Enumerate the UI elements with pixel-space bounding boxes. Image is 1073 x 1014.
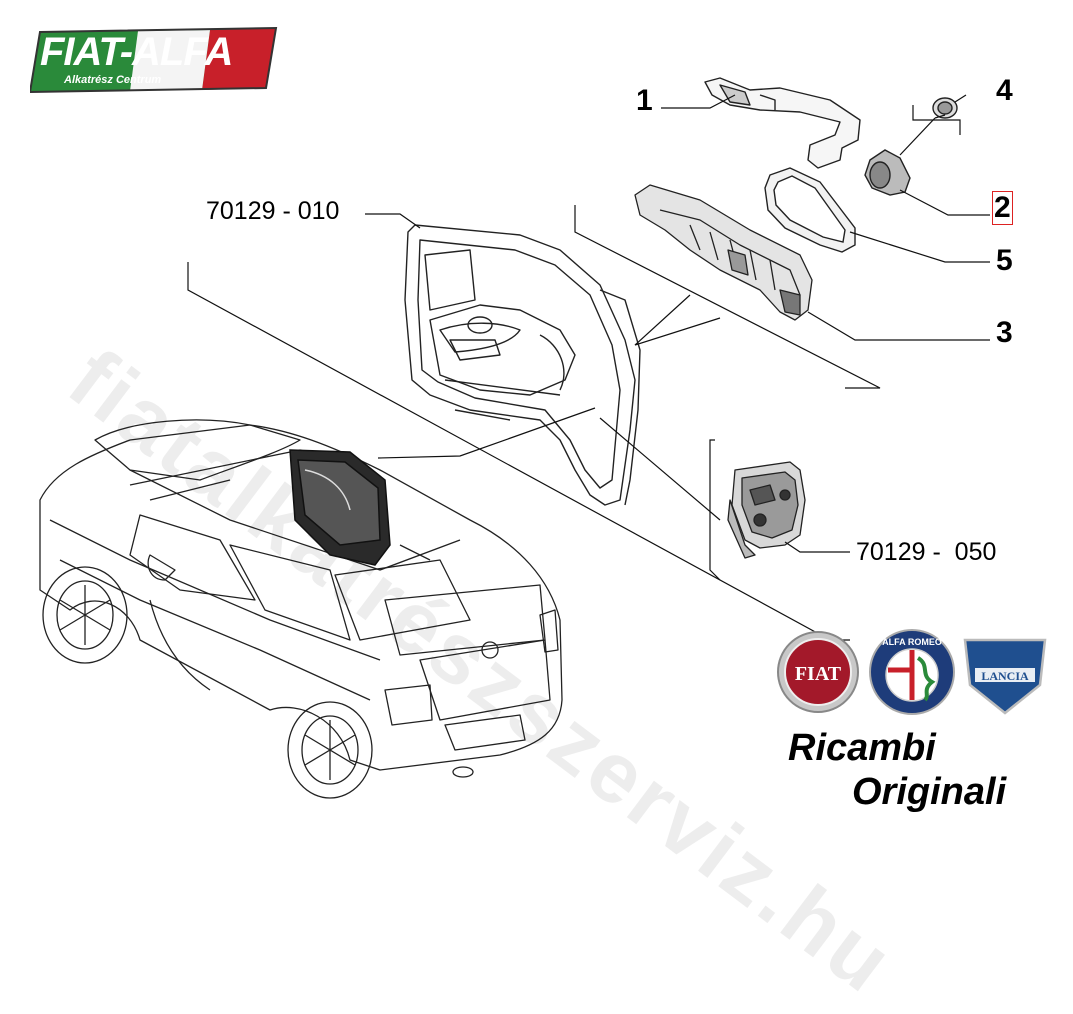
part-code-door: 70129 - 010 [206,197,340,225]
part-code-lock: 70129 - 050 [856,538,997,566]
lancia-badge [963,638,1047,715]
alfa-romeo-badge [869,629,955,715]
logo-subtitle: Alkatrész Centrum [64,74,162,86]
lancia-badge-text: LANCIA [981,669,1029,683]
door-lock [727,461,806,559]
callout-2: 2 [992,191,1013,225]
part-2-cylinder-cover [864,149,911,196]
part-4-cap [932,97,958,119]
car-open-door [289,449,391,566]
originali-text: Originali [852,771,1007,813]
ricambi-text: Ricambi [788,727,936,769]
fiat-badge-text: FIAT [795,663,842,685]
callout-4: 4 [996,74,1013,107]
callout-1: 1 [636,84,653,117]
part-1-handle [704,77,861,169]
part-5-gasket [764,167,856,253]
door-panel [404,224,641,506]
fiat-badge [777,631,859,713]
exploded-parts-diagram: FIAT ALFA ROMEO LANCIA [39,77,1047,799]
callout-5: 5 [996,244,1013,277]
logo-title: FIAT-ALFA [40,30,233,74]
fiat-alfa-logo [30,26,278,94]
part-3-bracket [634,184,813,321]
callout-3: 3 [996,316,1013,349]
alfa-romeo-badge-text: ALFA ROMEO [882,637,942,647]
